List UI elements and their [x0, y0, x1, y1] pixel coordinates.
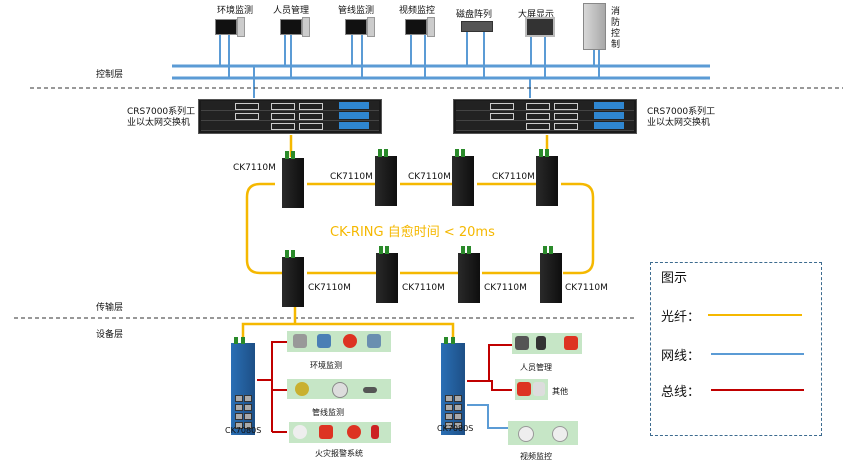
legend-label-ethernet: 网线： [661, 349, 701, 364]
fire-alarm-devices-image[interactable] [289, 422, 391, 443]
legend-swatch-ethernet [711, 353, 804, 355]
device-label: 视频监控 [520, 452, 552, 461]
device-label: 管线监测 [312, 408, 344, 417]
ring-switch-top-2[interactable] [375, 149, 397, 206]
ring-switch-bottom-2[interactable] [376, 246, 398, 303]
ring-switch-label: CK7110M [565, 283, 608, 293]
other-devices-image[interactable] [515, 379, 548, 400]
terminal-label-screen: 大屏显示 [518, 10, 555, 20]
legend: 图示 光纤： 网线： 总线： [650, 262, 822, 436]
ring-switch-label: CK7110M [408, 172, 451, 182]
video-wall-icon[interactable] [525, 17, 555, 37]
legend-title: 图示 [661, 271, 688, 286]
legend-swatch-fiber [708, 314, 802, 316]
computer-icon[interactable] [215, 17, 245, 37]
core-switch-right[interactable] [453, 99, 637, 134]
legend-swatch-bus [711, 389, 804, 391]
ring-switch-label: CK7110M [492, 172, 535, 182]
device-label: 环境监测 [310, 361, 342, 370]
legend-label-fiber: 光纤： [661, 310, 701, 325]
bus-lines [257, 341, 512, 433]
ring-switch-top-4[interactable] [536, 149, 558, 206]
access-switch-right[interactable] [441, 337, 465, 435]
core-switch-left[interactable] [198, 99, 382, 134]
device-label: 其他 [552, 387, 568, 396]
fire-control-cabinet-icon[interactable] [583, 3, 606, 50]
core-switch-label-right: CRS7000系列工 业以太网交换机 [647, 107, 716, 128]
computer-icon[interactable] [345, 17, 375, 37]
ring-switch-bottom-3[interactable] [458, 246, 480, 303]
device-label: 火灾报警系统 [315, 449, 363, 458]
disk-array-icon[interactable] [461, 21, 493, 32]
terminal-label-fire: 消 防 控 制 [611, 7, 621, 50]
video-camera-devices-image[interactable] [508, 421, 578, 445]
fiber-lines [241, 135, 595, 345]
terminal-label-personnel: 人员管理 [273, 6, 310, 16]
ethernet-line-camera [467, 404, 510, 429]
ring-switch-top-3[interactable] [452, 149, 474, 206]
ring-label: CK-RING 自愈时间 < 20ms [330, 225, 495, 240]
ring-switch-label: CK7110M [308, 283, 351, 293]
terminal-label-disk: 磁盘阵列 [456, 10, 493, 20]
access-switch-label-left: CK7080S [225, 426, 262, 435]
ring-switch-bottom-4[interactable] [540, 246, 562, 303]
ring-switch-label: CK7110M [233, 163, 276, 173]
device-label: 人员管理 [520, 363, 552, 372]
computer-icon[interactable] [280, 17, 310, 37]
core-switch-label-left: CRS7000系列工 业以太网交换机 [127, 107, 196, 128]
access-switch-label-right: CK7080S [437, 424, 474, 433]
access-switch-left[interactable] [231, 337, 255, 435]
layer-label-device: 设备层 [96, 330, 124, 340]
pipeline-devices-image[interactable] [287, 379, 391, 399]
ring-switch-top-1[interactable] [282, 151, 304, 208]
layer-label-control: 控制层 [96, 70, 124, 80]
terminal-label-video: 视频监控 [399, 6, 436, 16]
legend-label-bus: 总线： [661, 385, 701, 400]
layer-label-transport: 传输层 [96, 303, 124, 313]
personnel-devices-image[interactable] [512, 333, 582, 354]
env-monitor-devices-image[interactable] [287, 331, 391, 352]
computer-icon[interactable] [405, 17, 435, 37]
ring-switch-label: CK7110M [402, 283, 445, 293]
ring-switch-bottom-1[interactable] [282, 250, 304, 307]
ring-switch-label: CK7110M [484, 283, 527, 293]
ring-switch-label: CK7110M [330, 172, 373, 182]
terminal-label-pipeline: 管线监测 [338, 6, 375, 16]
terminal-label-env: 环境监测 [217, 6, 254, 16]
